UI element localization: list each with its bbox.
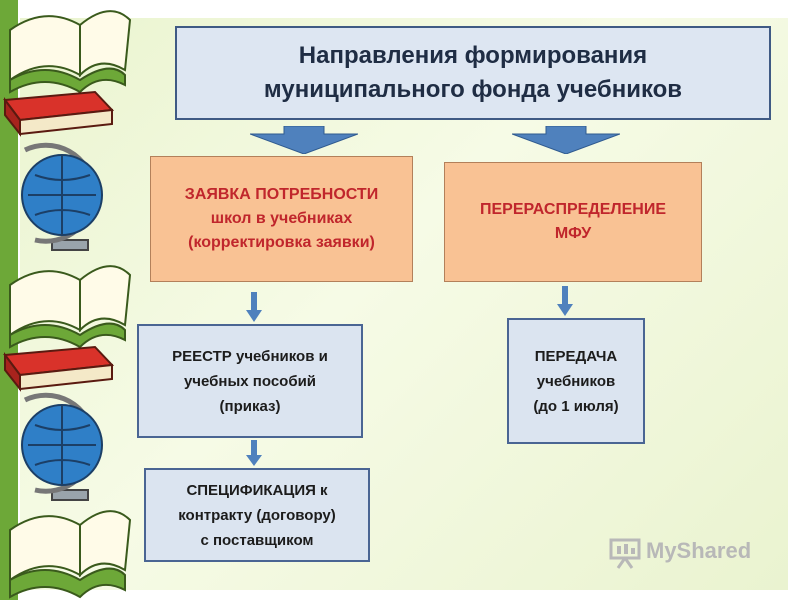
decorative-border: [0, 0, 132, 600]
down-arrow-icon: [512, 126, 620, 154]
globe-icon: [21, 392, 103, 501]
down-arrow-icon: [246, 292, 262, 322]
presentation-icon: [609, 538, 641, 569]
request-box: ЗАЯВКА ПОТРЕБНОСТИ школ в учебниках (кор…: [150, 156, 413, 282]
down-arrow-icon: [250, 126, 358, 154]
closed-book-icon: [3, 90, 115, 137]
down-arrow-icon: [246, 440, 262, 466]
specification-box: СПЕЦИФИКАЦИЯ к контракту (договору) с по…: [144, 468, 370, 562]
watermark-text: MyShared: [646, 538, 752, 563]
open-book-icon: [9, 510, 132, 599]
transfer-box: ПЕРЕДАЧА учебников (до 1 июля): [507, 318, 645, 444]
closed-book-icon: [3, 345, 115, 392]
open-book-icon: [9, 265, 132, 349]
redistribution-box: ПЕРЕРАСПРЕДЕЛЕНИЕ МФУ: [444, 162, 702, 282]
down-arrow-icon: [557, 286, 573, 316]
open-book-icon: [9, 10, 132, 94]
registry-box: РЕЕСТР учебников и учебных пособий (прик…: [137, 324, 363, 438]
globe-icon: [21, 142, 103, 251]
diagram-title: Направления формирования муниципального …: [175, 26, 771, 120]
